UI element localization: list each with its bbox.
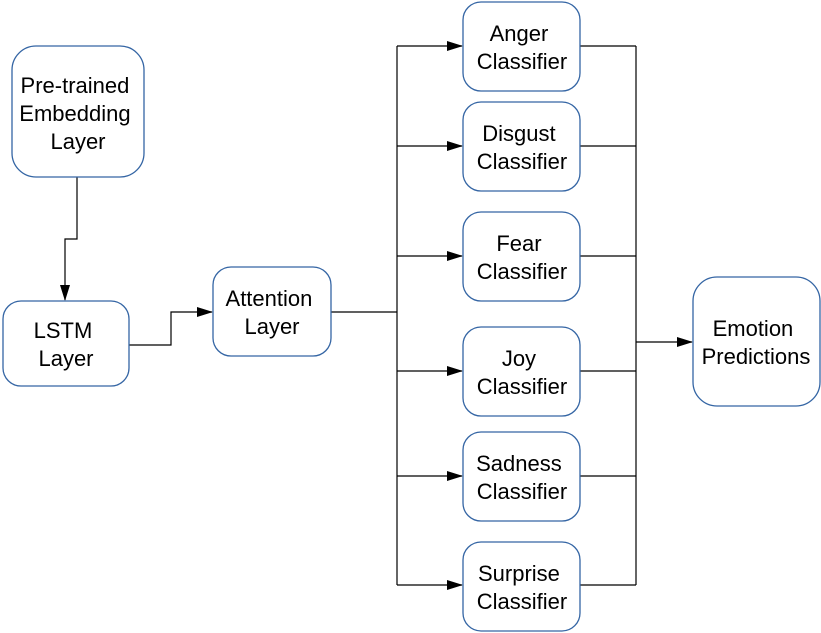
svg-text:LSTM Layer: LSTM Layer: [34, 318, 99, 371]
connectors: [60, 41, 693, 590]
node-label-line: Fear: [496, 231, 541, 256]
svg-text:Sadness Classifier: Sadness Classifier: [476, 451, 568, 504]
node-anger-classifier: Anger Classifier: [462, 1, 581, 92]
svg-text:Joy Classifier: Joy Classifier: [477, 346, 567, 399]
node-embedding-layer: Pre-trained Embedding Layer: [11, 45, 145, 178]
node-box: [462, 326, 581, 417]
node-label-line: Classifier: [477, 49, 567, 74]
svg-text:Anger Classifier: Anger Classifier: [477, 21, 567, 74]
node-attention-layer: Attention Layer: [212, 266, 332, 357]
edge-lstm-to-attention: [129, 307, 213, 346]
node-label-line: Attention: [226, 286, 313, 311]
node-label-line: Classifier: [477, 374, 567, 399]
node-label-line: Classifier: [477, 479, 567, 504]
node-label-line: Anger: [490, 21, 549, 46]
node-lstm-layer: LSTM Layer: [2, 300, 130, 387]
svg-text:Pre-trained Embedding: Pre-trained Embedding Layer: [19, 73, 136, 154]
node-box: [212, 266, 332, 357]
node-label-line: Embedding: [19, 101, 130, 126]
node-label-line: Predictions: [702, 344, 811, 369]
node-label-line: Surprise: [478, 561, 560, 586]
node-label-line: Disgust: [482, 121, 555, 146]
svg-text:Surprise Classifier: Surprise Classifier: [477, 561, 567, 614]
node-label-line: Emotion: [713, 316, 794, 341]
node-label-line: Classifier: [477, 149, 567, 174]
node-box: [692, 276, 821, 407]
node-label-line: Pre-trained: [21, 73, 130, 98]
node-label-line: Layer: [38, 346, 93, 371]
node-label-line: Sadness: [476, 451, 562, 476]
node-label-line: LSTM: [34, 318, 93, 343]
node-label-line: Classifier: [477, 589, 567, 614]
node-box: [462, 211, 581, 302]
node-joy-classifier: Joy Classifier: [462, 326, 581, 417]
node-surprise-classifier: Surprise Classifier: [462, 541, 581, 632]
node-box: [2, 300, 130, 387]
node-box: [462, 101, 581, 192]
node-disgust-classifier: Disgust Classifier: [462, 101, 581, 192]
node-box: [462, 1, 581, 92]
edge-embedding-to-lstm: [60, 177, 78, 301]
node-box: [11, 45, 145, 178]
node-label-line: Layer: [50, 129, 105, 154]
node-box: [462, 431, 581, 522]
node-sadness-classifier: Sadness Classifier: [462, 431, 581, 522]
node-label-line: Layer: [244, 314, 299, 339]
node-box: [462, 541, 581, 632]
svg-text:Emotion Predictions: Emotion Predictions: [702, 316, 811, 369]
svg-text:Attention Layer: Attention Layer: [226, 286, 319, 339]
svg-text:Disgust Classifier: Disgust Classifier: [477, 121, 567, 174]
node-emotion-predictions: Emotion Predictions: [692, 276, 821, 407]
node-label-line: Joy: [502, 346, 536, 371]
svg-text:Fear Classifier: Fear Classifier: [477, 231, 567, 284]
node-label-line: Classifier: [477, 259, 567, 284]
node-fear-classifier: Fear Classifier: [462, 211, 581, 302]
